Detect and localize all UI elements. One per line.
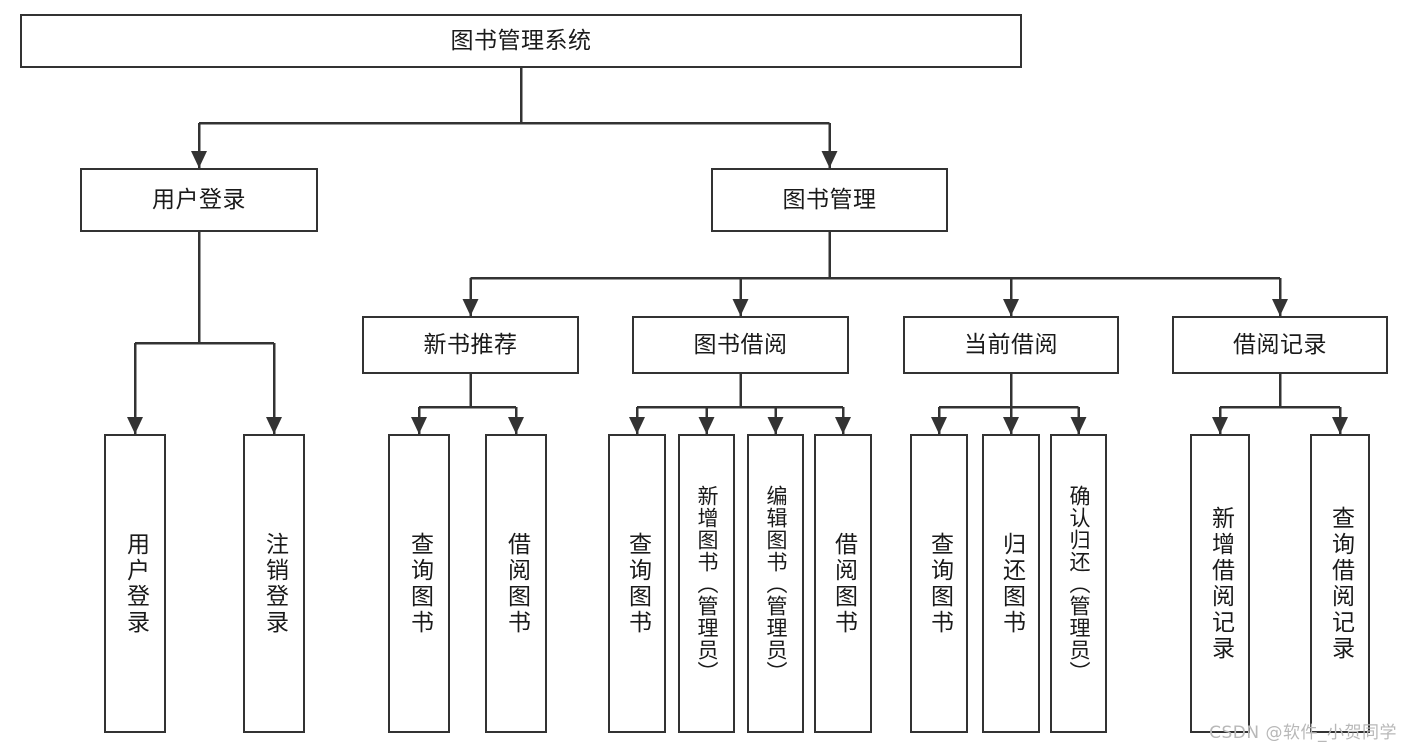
node-l-qb1[interactable]: 查询图书 [388, 434, 450, 733]
node-label: 图书管理系统 [450, 27, 592, 54]
node-label: 查询图书 [926, 531, 953, 636]
node-l-qrec[interactable]: 查询借阅记录 [1310, 434, 1370, 733]
node-l-return[interactable]: 归还图书 [982, 434, 1040, 733]
bookmgmt-to-level3-arrowhead [1272, 299, 1288, 316]
root-to-level2-arrowhead [821, 151, 838, 168]
node-label: 新增图书（管理员） [695, 484, 719, 683]
node-l-qb3[interactable]: 查询图书 [910, 434, 968, 733]
node-login[interactable]: 用户登录 [80, 168, 318, 232]
node-l-bb1[interactable]: 借阅图书 [485, 434, 547, 733]
node-root[interactable]: 图书管理系统 [20, 14, 1022, 68]
node-label: 查询借阅记录 [1327, 505, 1354, 662]
node-label: 借阅记录 [1233, 331, 1327, 358]
node-borrow[interactable]: 图书借阅 [632, 316, 849, 374]
bookmgmt-to-level3-arrowhead [732, 299, 749, 316]
node-records[interactable]: 借阅记录 [1172, 316, 1388, 374]
node-label: 归还图书 [998, 531, 1025, 636]
node-label: 借阅图书 [503, 531, 530, 636]
node-label: 新增借阅记录 [1207, 505, 1234, 662]
login-to-leaves-arrowhead [127, 417, 143, 434]
node-l-logout[interactable]: 注销登录 [243, 434, 305, 733]
newbook-to-leaves-arrowhead [508, 417, 524, 434]
bookmgmt-to-level3-arrowhead [462, 299, 479, 316]
borrow-to-leaves-arrowhead [698, 417, 715, 434]
node-label: 新书推荐 [423, 331, 518, 358]
node-l-addbook[interactable]: 新增图书（管理员） [678, 434, 735, 733]
records-to-leaves-arrowhead [1212, 417, 1228, 434]
root-to-level2-arrowhead [191, 151, 207, 168]
node-l-addrec[interactable]: 新增借阅记录 [1190, 434, 1250, 733]
current-to-leaves-arrowhead [1003, 417, 1019, 434]
bookmgmt-to-level3-arrowhead [1003, 299, 1019, 316]
node-label: 查询图书 [406, 531, 433, 636]
node-label: 用户登录 [152, 186, 246, 213]
current-to-leaves-arrowhead [931, 417, 947, 434]
node-current[interactable]: 当前借阅 [903, 316, 1119, 374]
node-l-editbook[interactable]: 编辑图书（管理员） [747, 434, 804, 733]
node-label: 用户登录 [122, 531, 149, 636]
login-to-leaves-arrowhead [266, 417, 282, 434]
node-bookmgmt[interactable]: 图书管理 [711, 168, 948, 232]
node-label: 借阅图书 [830, 531, 857, 636]
node-label: 确认归还（管理员） [1067, 484, 1091, 683]
current-to-leaves-arrowhead [1070, 417, 1087, 434]
node-label: 图书管理 [782, 186, 877, 213]
node-label: 注销登录 [261, 531, 288, 636]
node-l-userlogin[interactable]: 用户登录 [104, 434, 166, 733]
node-label: 图书借阅 [693, 331, 788, 358]
node-label: 当前借阅 [964, 331, 1058, 358]
borrow-to-leaves-arrowhead [767, 417, 784, 434]
borrow-to-leaves-arrowhead [629, 417, 645, 434]
node-l-bb2[interactable]: 借阅图书 [814, 434, 872, 733]
records-to-leaves-arrowhead [1332, 417, 1348, 434]
node-label: 编辑图书（管理员） [764, 484, 788, 683]
newbook-to-leaves-arrowhead [411, 417, 427, 434]
node-newbook[interactable]: 新书推荐 [362, 316, 579, 374]
node-l-confirm[interactable]: 确认归还（管理员） [1050, 434, 1107, 733]
watermark-text: CSDN @软件_小贺同学 [1209, 723, 1397, 743]
borrow-to-leaves-arrowhead [835, 417, 851, 434]
node-label: 查询图书 [624, 531, 651, 636]
node-l-qb2[interactable]: 查询图书 [608, 434, 666, 733]
